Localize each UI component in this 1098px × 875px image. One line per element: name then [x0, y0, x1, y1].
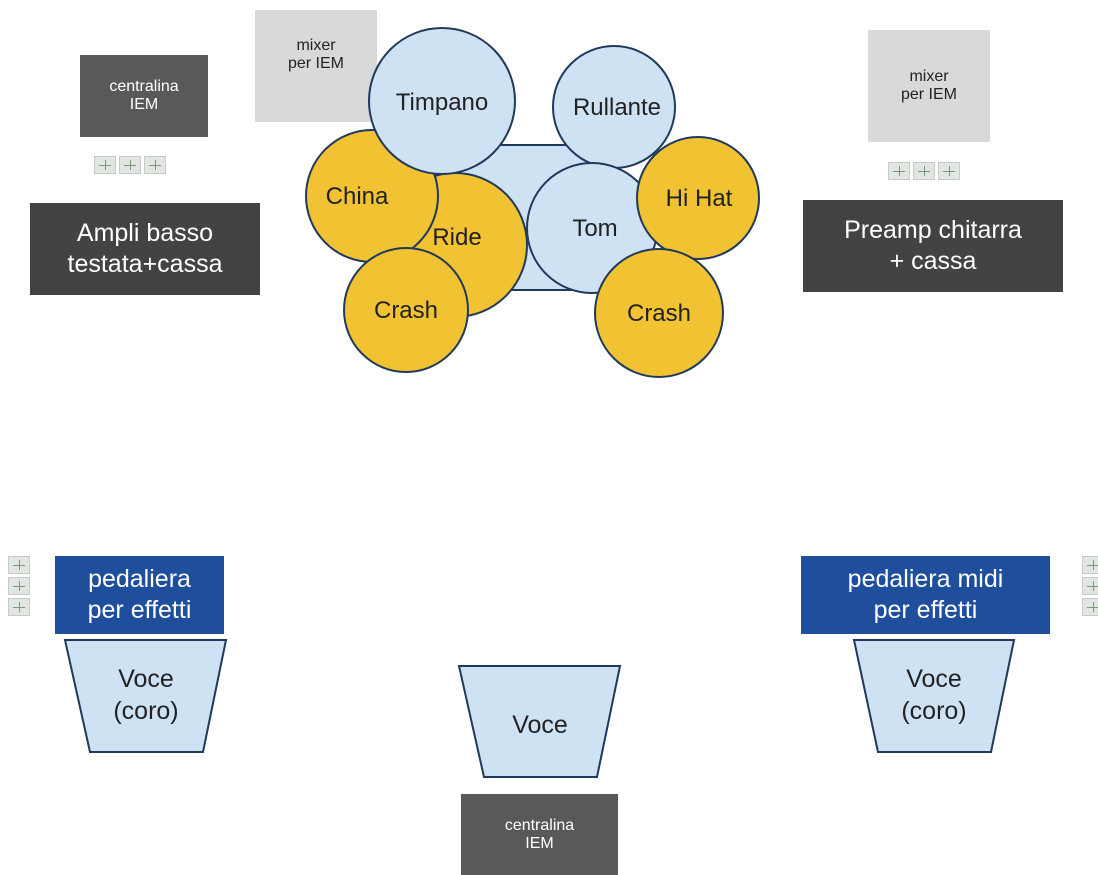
power-outlet-icon	[1082, 598, 1098, 616]
power-outlet-icon	[8, 577, 30, 595]
voce-center-label: Voce	[512, 710, 568, 739]
label-ride: Ride	[432, 224, 481, 251]
label-hihat: Hi Hat	[666, 185, 733, 212]
centralina-iem-top: centralina IEM	[80, 55, 208, 137]
power-outlet-icon	[8, 598, 30, 616]
voce-center	[457, 665, 622, 778]
power-outlets-top-right	[888, 162, 960, 180]
preamp-chitarra: Preamp chitarra + cassa	[803, 200, 1063, 292]
voce-coro-left-label: Voce (coro)	[113, 664, 179, 726]
label-rullante: Rullante	[573, 94, 661, 121]
label-tom: Tom	[572, 215, 617, 242]
mixer-iem-right: mixer per IEM	[868, 30, 990, 142]
power-outlet-icon	[913, 162, 935, 180]
mixer-iem-left: mixer per IEM	[255, 10, 377, 122]
crash-cymbal-left	[343, 247, 469, 373]
centralina-iem-bottom: centralina IEM	[461, 794, 618, 875]
power-outlets-top-left	[94, 156, 166, 174]
power-outlet-icon	[888, 162, 910, 180]
pedaliera-effetti-left: pedaliera per effetti	[55, 556, 224, 634]
power-outlet-icon	[94, 156, 116, 174]
ampli-basso: Ampli basso testata+cassa	[30, 203, 260, 295]
label-china: China	[326, 183, 389, 210]
power-outlet-icon	[119, 156, 141, 174]
crash-cymbal-right	[594, 248, 724, 378]
pedaliera-midi-effetti-right: pedaliera midi per effetti	[801, 556, 1050, 634]
voce-coro-right	[852, 639, 1016, 753]
power-outlet-icon	[938, 162, 960, 180]
power-outlet-icon	[8, 556, 30, 574]
voce-coro-right-label: Voce (coro)	[901, 664, 967, 726]
label-crash-right: Crash	[627, 300, 691, 327]
label-timpano: Timpano	[396, 89, 488, 116]
voce-coro-left	[63, 639, 228, 753]
power-outlets-bottom-left	[8, 556, 30, 616]
power-outlet-icon	[1082, 556, 1098, 574]
timpano-drum	[368, 27, 516, 175]
power-outlets-bottom-right	[1082, 556, 1098, 616]
label-crash-left: Crash	[374, 297, 438, 324]
hihat-cymbal	[636, 136, 760, 260]
power-outlet-icon	[1082, 577, 1098, 595]
power-outlet-icon	[144, 156, 166, 174]
